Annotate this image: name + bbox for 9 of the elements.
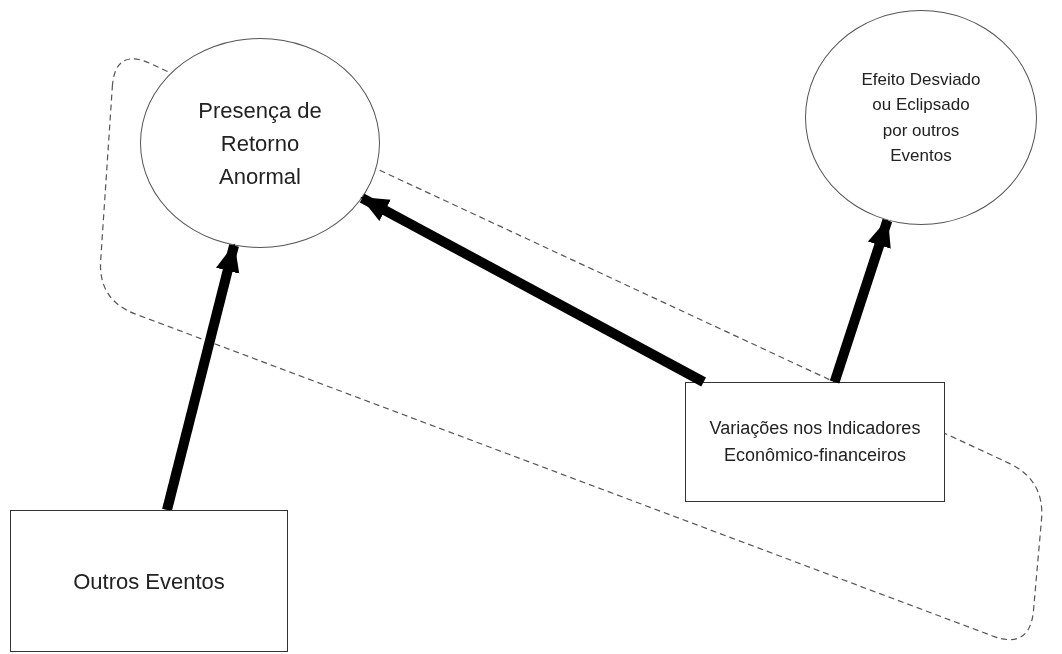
arrow [829,218,893,384]
node-label: Presença de Retorno Anormal [197,96,323,191]
node-label: Outros Eventos [72,567,226,596]
arrow [359,193,706,387]
process-box [685,382,945,502]
node-label: Variações nos Indicadores Econômico-financeiros [708,417,922,467]
arrow [162,243,240,512]
node-label: Efeito Desviado ou Eclipsado por outros Eventos [860,68,982,167]
process-box [10,510,288,652]
